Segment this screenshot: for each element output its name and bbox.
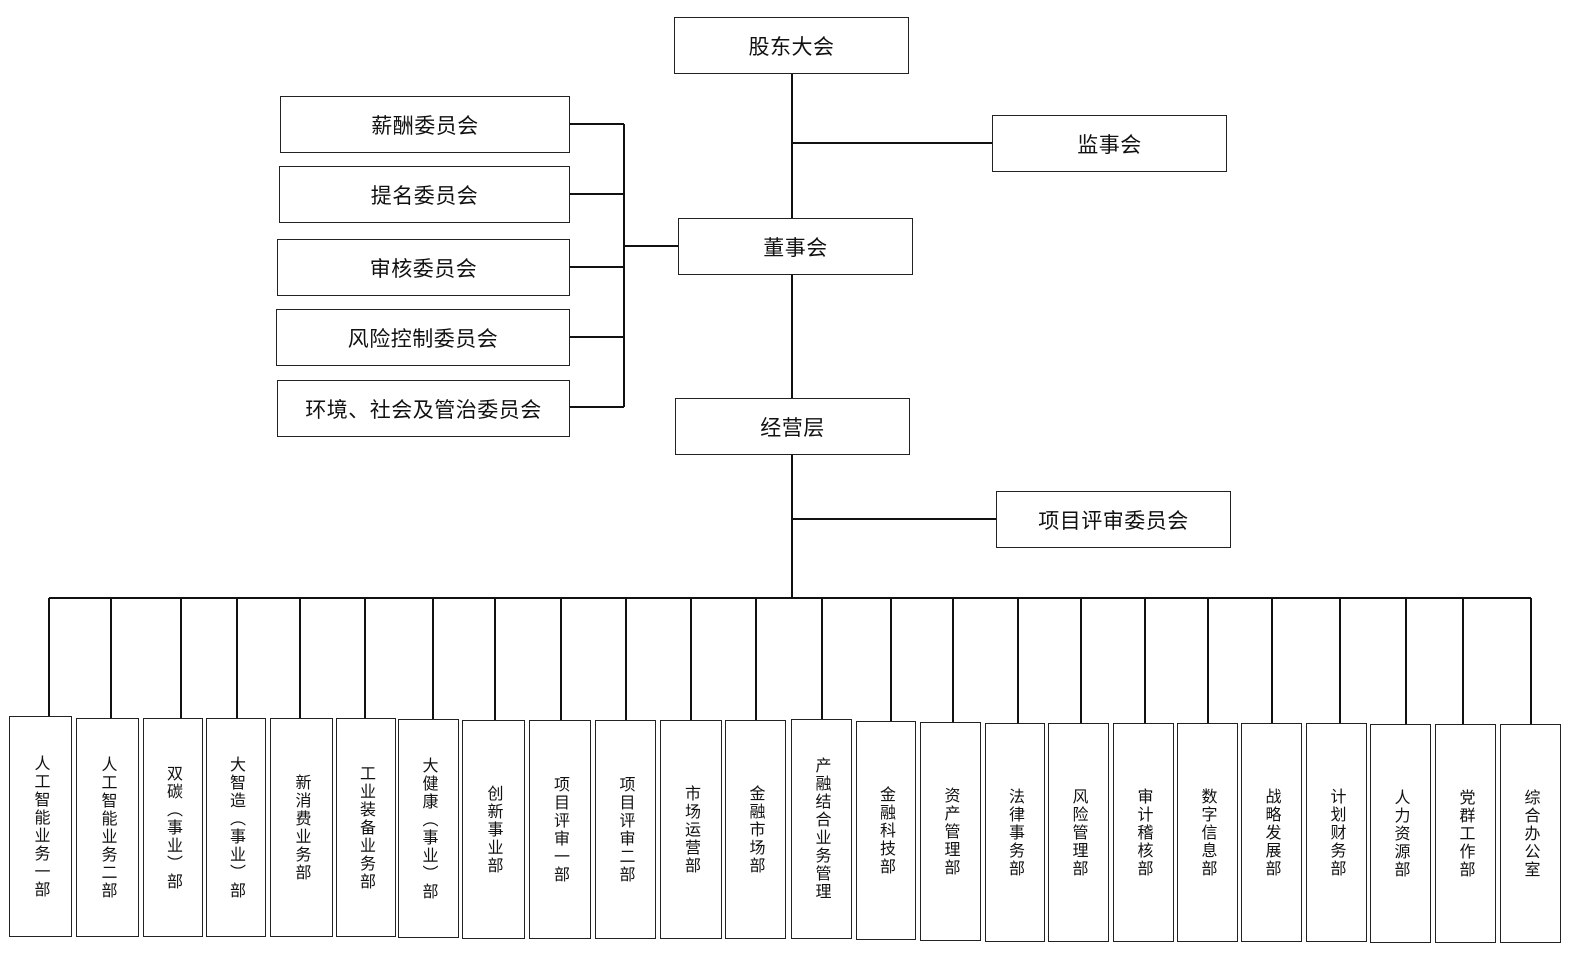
department-label: 创新事业部 [484,784,504,875]
department-label: 金融市场部 [746,784,766,875]
department-box: 计划财务部 [1306,723,1367,942]
department-box: 战略发展部 [1241,723,1302,942]
management-box: 经营层 [675,398,910,455]
management-label: 经营层 [760,415,825,440]
department-box: 大智造（事业）部 [206,718,266,937]
shareholders-label: 股东大会 [748,34,835,59]
department-box: 金融科技部 [856,721,916,940]
department-label: 金融科技部 [877,785,896,876]
department-box: 人力资源部 [1370,724,1431,943]
department-box: 法律事务部 [985,723,1045,942]
department-box: 资产管理部 [920,722,981,941]
department-label: 综合办公室 [1521,788,1541,879]
department-box: 双碳（事业）部 [143,718,203,937]
department-label: 党群工作部 [1456,788,1476,879]
department-label: 项目评审二部 [616,775,636,884]
department-label: 法律事务部 [1006,787,1025,878]
committee-box: 审核委员会 [277,239,570,296]
department-label: 市场运营部 [682,784,701,875]
department-box: 大健康（事业）部 [398,719,459,938]
supervisors-label: 监事会 [1077,132,1142,157]
department-label: 项目评审一部 [551,775,570,884]
supervisors-box: 监事会 [992,115,1227,172]
committee-box: 环境、社会及管治委员会 [277,380,570,437]
department-label: 计划财务部 [1327,787,1347,878]
department-box: 工业装备业务部 [336,718,396,937]
board-label: 董事会 [763,235,828,260]
department-label: 大健康（事业）部 [419,756,439,901]
department-label: 人力资源部 [1391,788,1411,879]
committee-label: 薪酬委员会 [371,113,479,138]
department-box: 人工智能业务一部 [9,716,72,937]
committee-label: 审核委员会 [369,256,478,281]
committee-box: 薪酬委员会 [280,96,570,153]
department-box: 人工智能业务二部 [76,718,139,937]
department-label: 人工智能业务二部 [98,755,118,900]
department-label: 新消费业务部 [292,773,312,882]
committee-label: 环境、社会及管治委员会 [305,397,542,422]
department-label: 风险管理部 [1069,787,1089,878]
department-box: 金融市场部 [725,720,786,939]
department-label: 战略发展部 [1262,787,1282,878]
department-box: 数字信息部 [1177,723,1238,942]
department-label: 资产管理部 [941,786,961,877]
department-box: 项目评审二部 [595,720,656,939]
department-box: 风险管理部 [1048,723,1109,942]
department-label: 数字信息部 [1198,787,1218,878]
department-box: 市场运营部 [660,720,722,939]
committee-label: 提名委员会 [370,183,479,208]
department-box: 产融结合业务管理 [791,719,852,939]
shareholders-box: 股东大会 [674,17,909,74]
department-label: 工业装备业务部 [357,764,376,891]
department-box: 党群工作部 [1435,724,1496,943]
department-label: 大智造（事业）部 [227,755,246,900]
department-label: 产融结合业务管理 [812,757,832,901]
board-box: 董事会 [678,218,913,275]
committee-label: 风险控制委员会 [347,326,499,351]
project-review-label: 项目评审委员会 [1038,508,1189,533]
department-box: 综合办公室 [1500,724,1561,943]
department-label: 审计稽核部 [1134,787,1154,878]
department-label: 人工智能业务一部 [31,754,51,899]
committee-box: 风险控制委员会 [276,309,570,366]
committee-box: 提名委员会 [279,166,570,223]
department-box: 审计稽核部 [1113,723,1174,942]
department-box: 新消费业务部 [270,718,333,937]
project-review-box: 项目评审委员会 [996,491,1231,548]
department-box: 创新事业部 [462,720,525,939]
department-box: 项目评审一部 [529,720,591,939]
department-label: 双碳（事业）部 [164,764,183,891]
